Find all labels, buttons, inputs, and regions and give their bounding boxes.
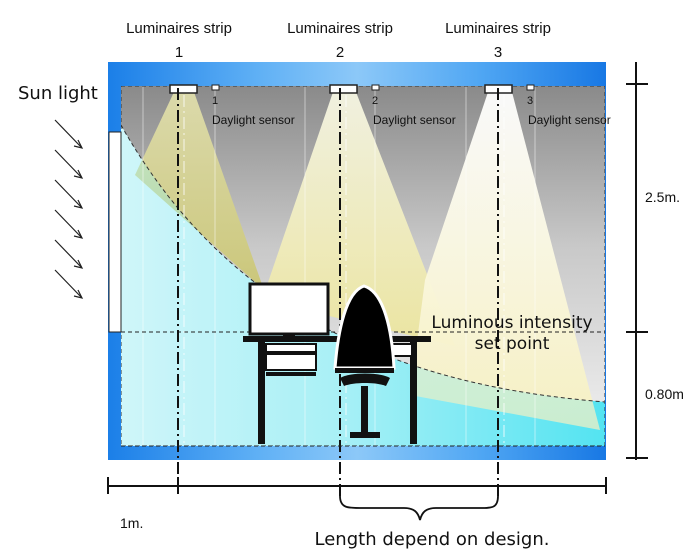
light-beam-1 — [135, 92, 264, 290]
sun-rays — [54, 119, 84, 299]
setpoint-label-line1: Luminous intensity — [431, 313, 592, 333]
sun-light-label: Sun light — [18, 83, 98, 104]
sensor-2-number: 2 — [372, 95, 378, 107]
daylight-zone — [121, 125, 605, 446]
luminaire-1-title: Luminaires strip — [126, 20, 232, 37]
width-dimension — [107, 477, 607, 521]
luminaire-2-number: 2 — [336, 44, 344, 61]
sensor-2 — [371, 84, 380, 91]
spacing-note-label: Length depend on design. — [315, 529, 550, 550]
ceiling-height-label: 2.5m. — [645, 189, 680, 205]
sensor-1 — [211, 84, 220, 91]
sensor-3 — [526, 84, 535, 91]
luminaire-2 — [329, 84, 358, 94]
desk-height-label: 0.80m — [645, 386, 684, 402]
window — [108, 131, 122, 333]
sensor-1-number: 1 — [212, 95, 218, 107]
chair — [333, 284, 396, 438]
window-offset-label: 1m. — [120, 515, 143, 531]
sensor-1-label: Daylight sensor — [212, 113, 295, 127]
sensor-3-label: Daylight sensor — [528, 113, 611, 127]
monitor — [248, 282, 330, 336]
light-beam-3 — [410, 92, 600, 430]
setpoint-label-line2: set point — [475, 334, 550, 354]
luminaire-3-title: Luminaires strip — [445, 20, 551, 37]
room-interior — [121, 86, 605, 446]
luminaire-1-number: 1 — [175, 44, 183, 61]
luminaire-1 — [169, 84, 198, 94]
height-dimension — [626, 62, 648, 460]
fixture-axes — [177, 88, 499, 496]
luminaire-3-number: 3 — [494, 44, 502, 61]
sensor-2-label: Daylight sensor — [373, 113, 456, 127]
sensor-3-number: 3 — [527, 95, 533, 107]
luminaire-2-title: Luminaires strip — [287, 20, 393, 37]
